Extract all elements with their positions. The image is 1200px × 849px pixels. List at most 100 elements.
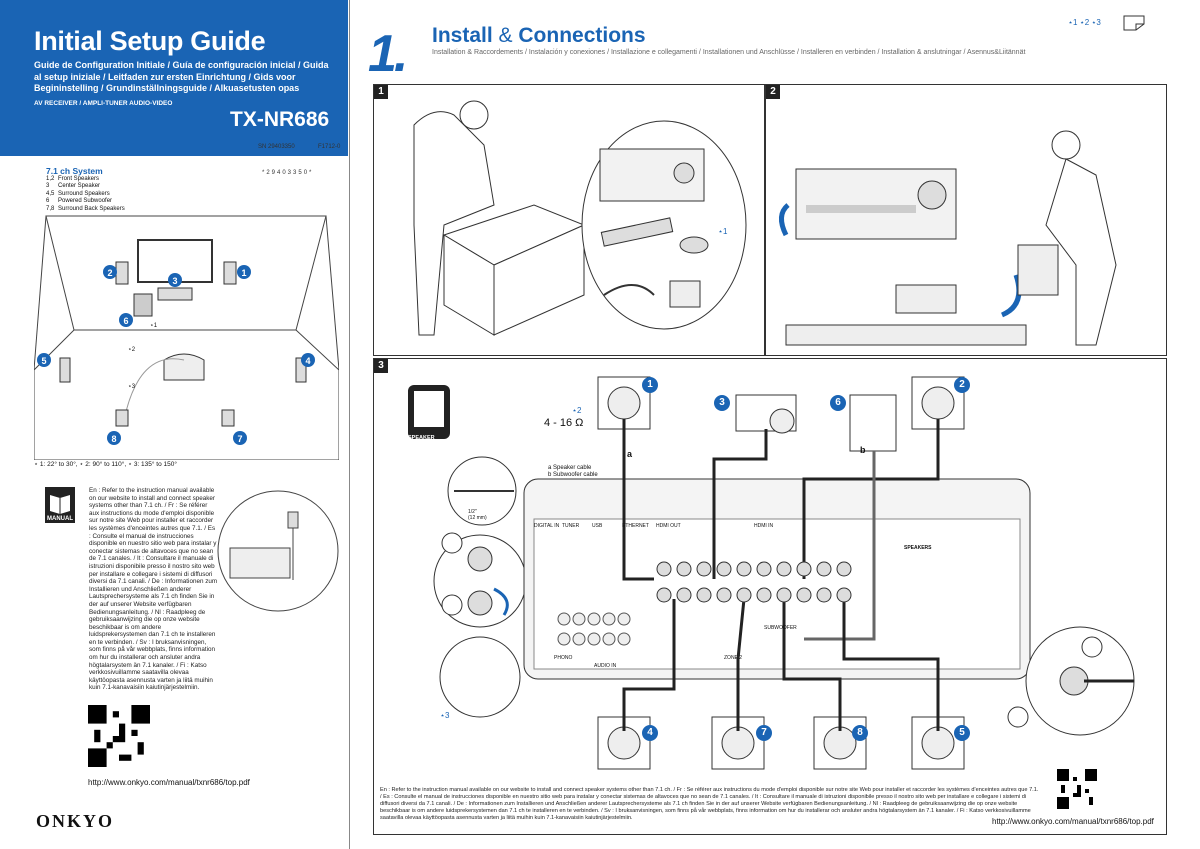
svg-text:7: 7 xyxy=(237,434,242,444)
panel-speaker-connections: 3 xyxy=(373,358,1167,835)
svg-text:2: 2 xyxy=(107,268,112,278)
panel-number: 1 xyxy=(374,85,388,99)
speaker-number-4: 4 xyxy=(642,725,658,741)
panel-number: 2 xyxy=(766,85,780,99)
cluster-star: ⋆3 xyxy=(440,711,450,720)
rotate-arrow-icon xyxy=(779,203,790,237)
tuner-label: TUNER xyxy=(562,523,580,529)
angle-label-1: ⋆1 xyxy=(150,323,158,329)
manual-url[interactable]: http://www.onkyo.com/manual/txnr686/top.… xyxy=(88,778,250,787)
ethernet-label: ETHERNET xyxy=(622,523,649,529)
qr-code-right[interactable] xyxy=(1057,769,1097,809)
page-corner-icon xyxy=(1123,15,1145,31)
manual-url-bottom[interactable]: http://www.onkyo.com/manual/txnr686/top.… xyxy=(992,817,1154,826)
qr-code-left[interactable] xyxy=(88,705,150,767)
speaker-number-1: 1 xyxy=(642,377,658,393)
guide-subtitle: Guide de Configuration Initiale / Guía d… xyxy=(34,60,329,93)
cable-a-label: a xyxy=(627,449,633,459)
down-arrow-icon xyxy=(1000,274,1022,318)
svg-text:8: 8 xyxy=(111,434,116,444)
remote-icon xyxy=(600,217,674,247)
angle-footnote: ⋆ 1: 22° to 30°, ⋆ 2: 90° to 110°, ⋆ 3: … xyxy=(34,461,177,468)
cable-legend: a Speaker cable b Subwoofer cable xyxy=(548,465,598,479)
system-title: 7.1 ch System xyxy=(46,166,103,176)
angle-label-2: ⋆2 xyxy=(128,347,136,353)
speaker-number-7: 7 xyxy=(756,725,772,741)
speaker-number-8: 8 xyxy=(852,725,868,741)
speaker-number-2: 2 xyxy=(954,377,970,393)
surround-right-speaker-icon xyxy=(295,357,307,383)
speaker-icon xyxy=(1017,244,1059,296)
center-speaker-icon xyxy=(895,284,957,314)
svg-text:4: 4 xyxy=(305,356,310,366)
step-subtitle: Installation & Raccordements / Instalaci… xyxy=(432,49,1026,56)
cable-b-label: b xyxy=(860,445,866,455)
impedance-value: 4 - 16 Ω xyxy=(544,417,584,429)
hdmi-in-label: HDMI IN xyxy=(754,523,774,529)
svg-text:1: 1 xyxy=(241,268,246,278)
sofa-icon xyxy=(163,353,205,381)
speaker-number-6: 6 xyxy=(830,395,846,411)
surround-left-speaker-icon xyxy=(59,357,71,383)
back-left-speaker-icon xyxy=(115,409,129,427)
step-number: 1. xyxy=(368,25,408,83)
angle-label-3: ⋆3 xyxy=(128,384,136,390)
back-right-speaker-icon xyxy=(221,409,235,427)
speaker-terminal-label: SPEAKER xyxy=(408,435,435,441)
zone2-label: ZONE 2 xyxy=(724,655,743,661)
cable-legend-a: a Speaker cable xyxy=(548,465,592,471)
am-antenna-icon xyxy=(669,280,701,308)
center-speaker-icon xyxy=(157,287,193,301)
mic-icon xyxy=(679,236,709,254)
page-divider xyxy=(349,0,350,849)
brand-logo: ONKYO xyxy=(36,811,115,831)
subwoofer-icon xyxy=(133,293,153,317)
terminal-cluster-zoom xyxy=(439,636,521,718)
audio-in-label: AUDIO IN xyxy=(594,663,617,669)
barcode-text: *29403350* xyxy=(262,170,314,176)
subwoofer-label: SUBWOOFER xyxy=(764,625,797,631)
person-icon xyxy=(1051,130,1081,160)
svg-text:3: 3 xyxy=(172,276,177,286)
panel-number: 3 xyxy=(374,359,388,373)
step-title: Install & Connections xyxy=(432,24,646,47)
person-icon xyxy=(459,100,489,130)
reference-stars: ⋆1 ⋆2 ⋆3 xyxy=(1068,18,1101,27)
speakers-label: SPEAKERS xyxy=(904,545,932,551)
model-number: TX-NR686 xyxy=(230,108,330,131)
manual-label: MANUAL xyxy=(45,516,75,522)
panel-placement: 2 xyxy=(765,84,1167,356)
fm-antenna-icon xyxy=(603,284,655,296)
manual-instructions: En : Refer to the instruction manual ava… xyxy=(89,487,218,692)
panel-unpack: 1 ⋆1 xyxy=(373,84,765,356)
hdmi-out-label: HDMI OUT xyxy=(656,523,681,529)
phono-label: PHONO xyxy=(554,655,573,661)
twist-arrow-icon xyxy=(493,587,509,616)
guide-title: Initial Setup Guide xyxy=(34,26,266,56)
front-left-speaker-icon xyxy=(115,261,129,285)
svg-text:6: 6 xyxy=(123,316,128,326)
accessory-star: ⋆1 xyxy=(718,227,728,236)
serial-number: SN 29403350 xyxy=(258,144,295,150)
speaker-number-5: 5 xyxy=(954,725,970,741)
print-code: F1712-0 xyxy=(318,144,341,150)
usb-label: USB xyxy=(592,523,603,529)
digital-in-label: DIGITAL IN xyxy=(534,523,560,529)
strip-length: 1/2" (12 mm) xyxy=(468,509,487,521)
box-icon xyxy=(493,224,585,336)
header-banner: Initial Setup Guide Guide de Configurati… xyxy=(0,0,348,156)
cable-legend-b: b Subwoofer cable xyxy=(548,472,598,478)
wall-speaker-detail xyxy=(217,490,339,612)
bottom-instructions: En : Refer to the instruction manual ava… xyxy=(380,787,1039,821)
subwoofer-box-6 xyxy=(849,394,897,452)
product-category: AV RECEIVER / AMPLI-TUNER AUDIO-VIDEO xyxy=(34,100,173,107)
impedance-star: ⋆2 xyxy=(572,406,582,415)
front-right-speaker-icon xyxy=(223,261,237,285)
room-diagram: 2 1 3 6 5 4 8 7 xyxy=(34,215,339,460)
